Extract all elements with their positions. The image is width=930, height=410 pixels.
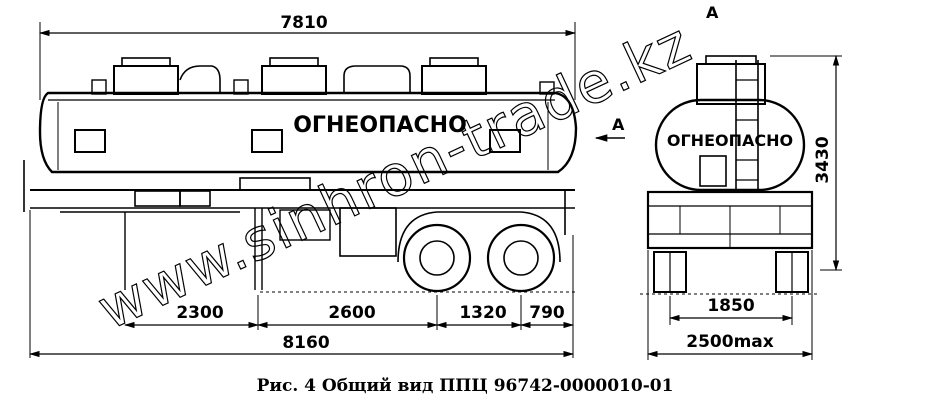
dimension-chain-bottom: 2300 2600 1320 790: [123, 303, 575, 329]
rear-view: А ОГНЕОПАСНО 3430: [640, 3, 842, 360]
section-mark-a: А: [612, 115, 625, 134]
wheels: [397, 211, 561, 293]
dim-1850: 1850: [707, 296, 754, 316]
view-label-a: А: [706, 3, 719, 22]
tank-warning-rear: ОГНЕОПАСНО: [667, 131, 793, 150]
tank-warning-side: ОГНЕОПАСНО: [293, 113, 467, 138]
tank-body: ОГНЕОПАСНО: [38, 91, 578, 174]
side-view: 7810 ОГНЕОПАСНО: [23, 13, 625, 358]
dim-2300: 2300: [176, 303, 223, 323]
dim-2600: 2600: [328, 303, 375, 323]
dimension-overall-top: 7810: [38, 13, 577, 100]
tank-domes: [91, 57, 555, 95]
dim-2500max: 2500max: [686, 332, 774, 352]
dim-3430: 3430: [813, 136, 833, 183]
dimension-overall-bottom: 8160: [28, 333, 575, 358]
dim-7810: 7810: [280, 13, 327, 33]
chassis-frame: [23, 160, 575, 290]
dim-790: 790: [529, 303, 565, 323]
dim-1320: 1320: [459, 303, 506, 323]
dim-8160: 8160: [282, 333, 329, 353]
watermark: www.sinhron-trade.kz: [88, 11, 701, 343]
figure-caption: Рис. 4 Общий вид ППЦ 96742-0000010-01: [256, 376, 674, 396]
